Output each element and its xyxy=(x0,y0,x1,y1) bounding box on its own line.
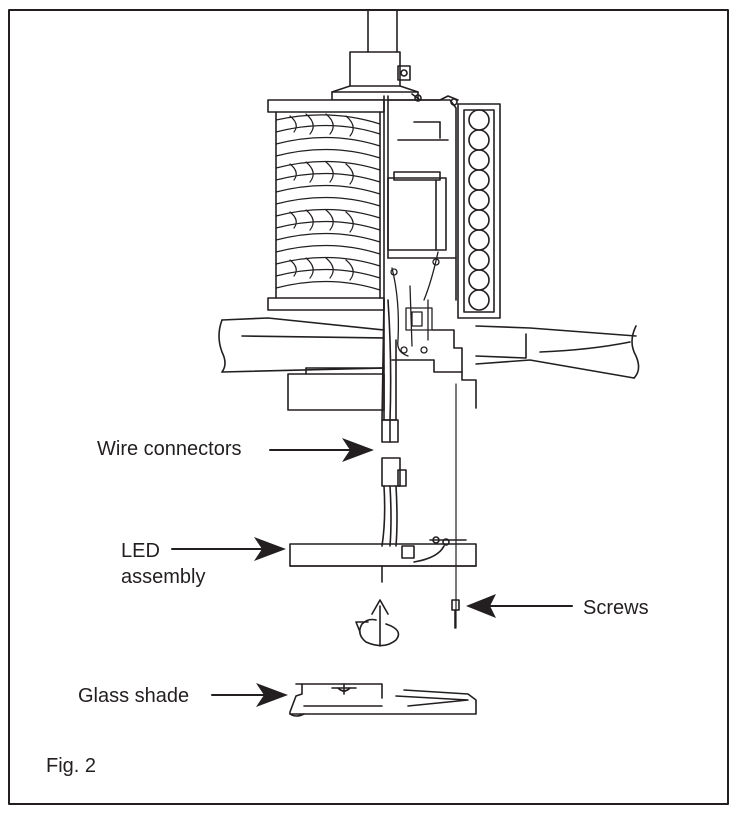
label-screws: Screws xyxy=(583,597,649,619)
motor-housing xyxy=(267,99,385,311)
downrod xyxy=(367,9,398,53)
led-assembly xyxy=(289,536,477,583)
internal-wiring xyxy=(390,251,440,357)
callout-arrows xyxy=(171,449,573,696)
arrowhead-wire-connectors xyxy=(342,438,374,462)
mounting-screw xyxy=(451,599,460,629)
motor-windings xyxy=(275,113,381,291)
arrowhead-glass-shade xyxy=(256,683,288,707)
fan-blade-left xyxy=(218,317,385,373)
fan-blade-right xyxy=(475,325,640,379)
capacitor-bank xyxy=(411,93,501,319)
label-assembly: assembly xyxy=(121,566,206,588)
motor-collar xyxy=(331,51,419,101)
label-glass-shade: Glass shade xyxy=(78,685,190,707)
label-wire-connectors: Wire connectors xyxy=(97,438,242,460)
arrowhead-screws xyxy=(466,594,496,618)
label-led: LED xyxy=(121,540,160,562)
led-connector xyxy=(381,457,407,547)
arrowhead-led-assembly xyxy=(254,537,286,561)
rotate-direction-arrow xyxy=(355,599,400,647)
motor-wire-harness xyxy=(381,299,399,443)
switch-cup xyxy=(287,329,477,411)
figure-caption: Fig. 2 xyxy=(46,755,97,777)
glass-shade xyxy=(289,683,477,717)
